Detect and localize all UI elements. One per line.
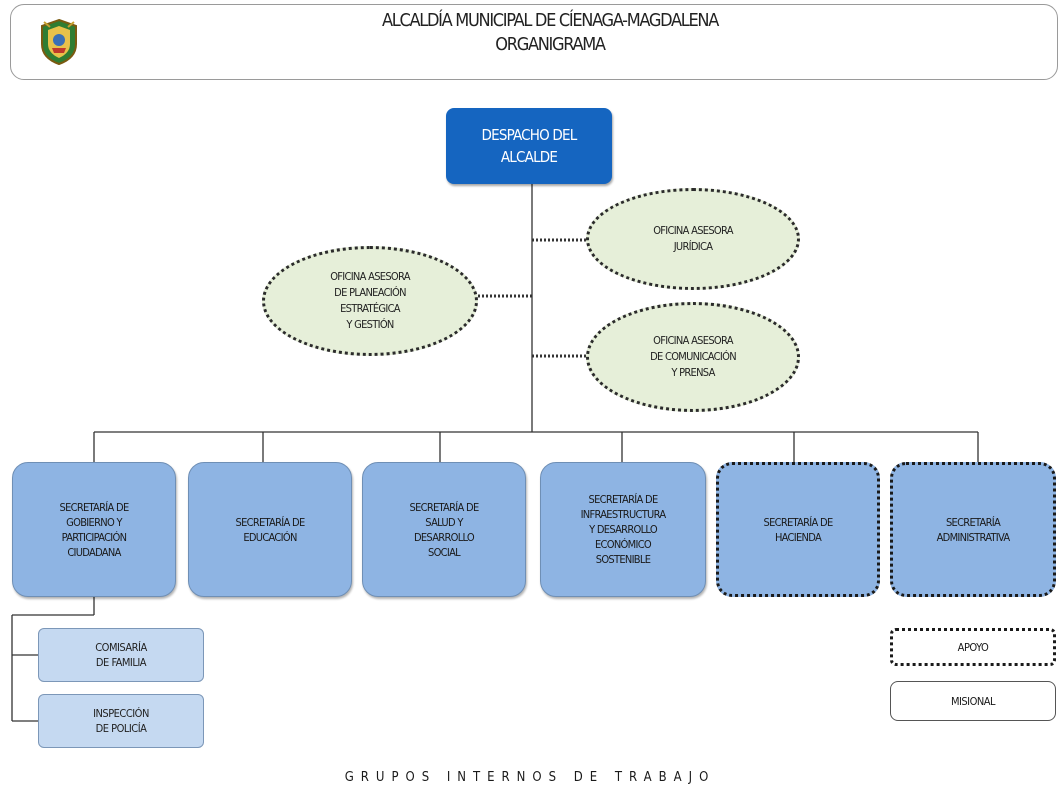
legend-misional: MISIONAL [890,681,1056,721]
legend-apoyo: APOYO [890,628,1056,666]
footer-caption: GRUPOS INTERNOS DE TRABAJO [344,770,716,785]
node-oficina-asesora-comunicacion: OFICINA ASESORA DE COMUNICACIÓN Y PRENSA [586,302,800,412]
node-secretaria-administrativa: SECRETARÍA ADMINISTRATIVA [890,462,1056,597]
node-secretaria-educacion: SECRETARÍA DE EDUCACIÓN [188,462,352,597]
page-subtitle: ORGANIGRAMA [495,34,606,55]
node-secretaria-hacienda: SECRETARÍA DE HACIENDA [716,462,880,597]
header-banner [10,4,1058,80]
node-secretaria-salud: SECRETARÍA DE SALUD Y DESARROLLO SOCIAL [362,462,526,597]
node-secretaria-gobierno: SECRETARÍA DE GOBIERNO Y PARTICIPACIÓN C… [12,462,176,597]
node-oficina-asesora-juridica: OFICINA ASESORA JURÍDICA [586,188,800,290]
node-despacho-del-alcalde: DESPACHO DEL ALCALDE [446,108,612,184]
node-oficina-asesora-planeacion: OFICINA ASESORA DE PLANEACIÓN ESTRATÉGIC… [262,246,478,356]
municipal-seal-icon [41,18,77,66]
node-inspeccion-de-policia: INSPECCIÓN DE POLICÍA [38,694,204,748]
node-secretaria-infraestructura: SECRETARÍA DE INFRAESTRUCTURA Y DESARROL… [540,462,706,597]
node-comisaria-de-familia: COMISARÍA DE FAMILIA [38,628,204,682]
page-title: ALCALDÍA MUNICIPAL DE CÍENAGA-MAGDALENA [382,10,719,31]
